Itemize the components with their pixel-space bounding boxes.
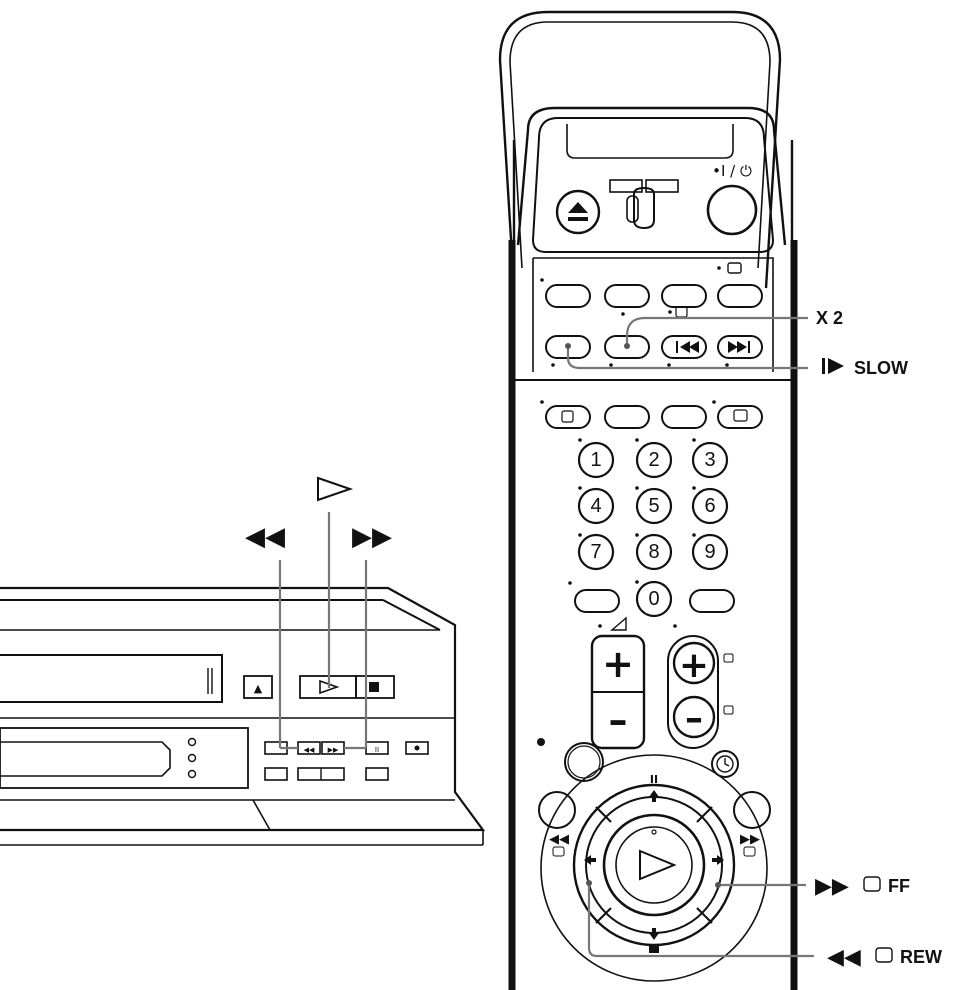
tv-icon — [727, 262, 742, 274]
remote-control: •I / ⏻ — [498, 10, 798, 990]
vcr-deck: ▲ ◀◀ ▶▶ II — [0, 586, 486, 846]
remote-volume-rocker: + – — [590, 616, 646, 750]
keypad-button-5[interactable] — [635, 487, 673, 525]
remote-button[interactable] — [661, 405, 707, 429]
remote-rewind-icon: ◀◀ — [549, 832, 569, 847]
keypad-button-7[interactable] — [577, 533, 615, 571]
down-arrow-icon — [649, 928, 659, 940]
next-icon — [728, 341, 750, 353]
keypad-button-1[interactable] — [577, 441, 615, 479]
input-select-icon — [733, 409, 748, 422]
remote-button-row-2 — [545, 335, 763, 367]
ff-badge-icon — [863, 876, 881, 892]
slow-label: SLOW — [854, 358, 908, 378]
up-arrow-icon — [649, 790, 659, 802]
x2-label: X 2 — [816, 308, 843, 328]
remote-mode-switch[interactable] — [633, 186, 655, 230]
remote-button-row-3 — [540, 400, 763, 429]
deck-record-icon — [414, 745, 420, 751]
deck-stop-icon — [369, 682, 379, 692]
remote-pause-icon: II — [650, 773, 658, 786]
ff-label: FF — [888, 876, 910, 896]
remote-button[interactable] — [717, 284, 763, 308]
keypad-button-3[interactable] — [691, 441, 729, 479]
svg-text:5: 5 — [648, 495, 659, 517]
deck-eject-icon: ▲ — [254, 682, 263, 695]
remote-keypad: 1 2 3 4 5 6 7 8 9 0 — [568, 438, 735, 618]
remote-button[interactable] — [689, 589, 735, 613]
prev-icon — [676, 341, 699, 353]
remote-round-button-left[interactable] — [564, 742, 604, 782]
deck-callouts: ◀◀ ▶▶ — [245, 476, 392, 750]
rew-label: REW — [900, 947, 942, 967]
teletext-icon — [675, 306, 688, 318]
volume-down-button[interactable]: – — [609, 698, 628, 742]
remote-play-button[interactable] — [602, 813, 706, 917]
callout-rewind-symbol: ◀◀ — [245, 522, 285, 552]
remote-eject-icon — [568, 202, 588, 221]
callout-ff-symbol: ▶▶ — [352, 522, 392, 552]
display-icon — [561, 410, 574, 423]
remote-eject-button[interactable] — [555, 189, 601, 235]
svg-text:4: 4 — [590, 495, 601, 517]
svg-text:6: 6 — [704, 495, 715, 517]
deck-rewind-icon: ◀◀ — [304, 746, 315, 754]
remote-button[interactable] — [604, 284, 650, 308]
svg-text:3: 3 — [704, 449, 715, 471]
remote-program-rocker: + – — [667, 624, 734, 749]
deck-pause-icon: II — [375, 746, 379, 754]
svg-text:–: – — [685, 698, 703, 739]
volume-icon — [610, 616, 627, 631]
remote-stop-icon — [649, 944, 659, 953]
right-arrow-icon — [712, 855, 724, 865]
remote-timer-button[interactable] — [711, 750, 739, 778]
deck-stop-button[interactable] — [355, 675, 395, 699]
remote-power-button[interactable] — [706, 184, 758, 236]
remote-button[interactable] — [545, 284, 591, 308]
program-down-button[interactable] — [672, 695, 716, 739]
remote-next-button[interactable] — [717, 335, 763, 359]
remote-ff-icon: ▶▶ — [740, 832, 760, 847]
remote-side-button-right[interactable] — [733, 791, 771, 829]
program-up-button[interactable] — [672, 641, 716, 685]
left-arrow-icon — [584, 855, 596, 865]
keypad-button-9[interactable] — [691, 533, 729, 571]
volume-up-button[interactable]: + — [602, 642, 634, 686]
svg-text:1: 1 — [590, 449, 601, 471]
remote-button[interactable] — [545, 405, 591, 429]
svg-text:2: 2 — [648, 449, 659, 471]
svg-text:+: + — [679, 645, 709, 686]
svg-text:7: 7 — [590, 541, 601, 563]
keypad-button-0[interactable] — [635, 580, 673, 618]
remote-lid — [498, 10, 782, 289]
rew-symbol: ◀◀ — [827, 945, 861, 970]
rew-badge-icon — [875, 947, 893, 963]
remote-play-icon — [639, 849, 677, 881]
keypad-button-6[interactable] — [691, 487, 729, 525]
keypad-button-2[interactable] — [635, 441, 673, 479]
keypad-button-8[interactable] — [635, 533, 673, 571]
deck-ff-icon: ▶▶ — [328, 746, 339, 754]
callout-play-symbol — [317, 476, 354, 502]
remote-callouts: X 2 SLOW ▶▶ FF ◀◀ REW — [565, 308, 942, 970]
keypad-button-4[interactable] — [577, 487, 615, 525]
deck-record-button[interactable] — [405, 741, 429, 755]
remote-power-icon: •I / ⏻ — [712, 162, 752, 180]
remote-input-button[interactable] — [717, 405, 763, 429]
svg-text:9: 9 — [704, 541, 715, 563]
ff-symbol: ▶▶ — [815, 874, 849, 899]
remote-button[interactable] — [661, 284, 707, 308]
remote-transport-ring: II ◀◀ ▶▶ — [537, 738, 771, 982]
svg-text:0: 0 — [648, 588, 659, 610]
deck-eject-button[interactable] — [243, 675, 273, 699]
remote-button[interactable] — [604, 405, 650, 429]
remote-button-row-1 — [540, 262, 763, 318]
remote-side-button-left[interactable] — [538, 791, 576, 829]
svg-text:8: 8 — [648, 541, 659, 563]
remote-prev-button[interactable] — [661, 335, 707, 359]
clock-icon — [716, 755, 734, 773]
slow-icon — [822, 358, 844, 374]
remote-button[interactable] — [574, 589, 620, 613]
